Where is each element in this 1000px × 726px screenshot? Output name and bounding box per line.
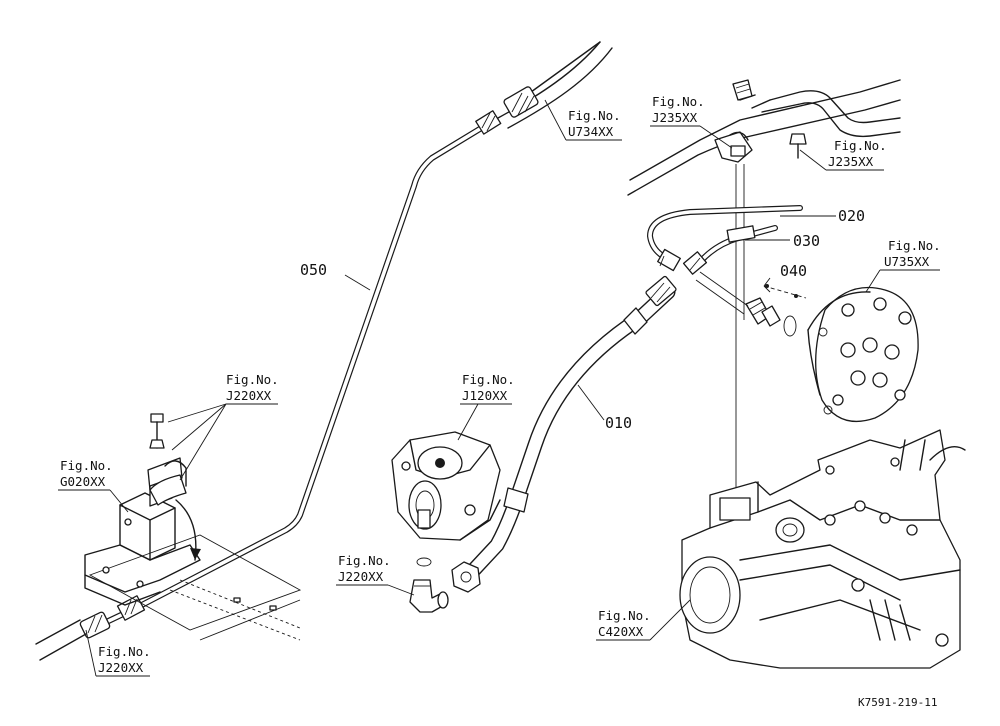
svg-text:Fig.No.: Fig.No. xyxy=(598,608,651,623)
svg-text:J220XX: J220XX xyxy=(98,660,144,675)
part-label-030: 030 xyxy=(793,232,820,250)
part-labels: 050 010 020 030 040 xyxy=(300,207,865,432)
fig-ref-c420xx: Fig.No. C420XX xyxy=(598,608,651,639)
svg-text:Fig.No.: Fig.No. xyxy=(834,138,887,153)
svg-text:U734XX: U734XX xyxy=(568,124,614,139)
hose-010-top-fitting xyxy=(645,275,677,307)
pipe-020-nut xyxy=(657,248,681,272)
fig-ref-g020xx: Fig.No. G020XX xyxy=(60,458,113,489)
fitting-040 xyxy=(695,271,807,337)
svg-text:Fig.No.: Fig.No. xyxy=(338,553,391,568)
elbow-fitting xyxy=(409,557,449,613)
pipes-020-030 xyxy=(647,205,803,275)
left-bracket-assembly xyxy=(84,413,302,641)
svg-text:Fig.No.: Fig.No. xyxy=(60,458,113,473)
svg-text:U735XX: U735XX xyxy=(884,254,930,269)
fig-ref-u734xx: Fig.No. U734XX xyxy=(568,108,621,139)
fig-ref-j220xx-bottom: Fig.No. J220XX xyxy=(98,644,151,675)
leader-lines xyxy=(58,99,940,677)
svg-text:J220XX: J220XX xyxy=(226,388,272,403)
hose-010 xyxy=(451,275,677,593)
part-label-050: 050 xyxy=(300,261,327,279)
svg-text:Fig.No.: Fig.No. xyxy=(462,372,515,387)
fig-ref-u735xx: Fig.No. U735XX xyxy=(884,238,941,269)
part-label-020: 020 xyxy=(838,207,865,225)
svg-text:C420XX: C420XX xyxy=(598,624,644,639)
pipe-050-top-nut xyxy=(475,86,539,135)
hose-010-bottom-nut xyxy=(451,561,481,593)
pipe-030-nut xyxy=(682,251,708,275)
transmission-case xyxy=(679,429,966,669)
fig-ref-j220xx-upper: Fig.No. J220XX xyxy=(226,372,279,403)
svg-text:J235XX: J235XX xyxy=(828,154,874,169)
svg-text:J220XX: J220XX xyxy=(338,569,384,584)
drawing-code: K7591-219-11 xyxy=(858,696,937,709)
part-label-010: 010 xyxy=(605,414,632,432)
fig-ref-j235xx-left: Fig.No. J235XX xyxy=(652,94,705,125)
svg-text:Fig.No.: Fig.No. xyxy=(568,108,621,123)
figure-refs: Fig.No. U734XX Fig.No. J235XX Fig.No. J2… xyxy=(60,94,941,675)
svg-text:Fig.No.: Fig.No. xyxy=(652,94,705,109)
hydraulic-pump xyxy=(391,431,501,541)
svg-text:G020XX: G020XX xyxy=(60,474,106,489)
control-valve xyxy=(807,286,919,422)
fig-ref-j120xx: Fig.No. J120XX xyxy=(462,372,515,403)
svg-text:J120XX: J120XX xyxy=(462,388,508,403)
fig-ref-j220xx-middle: Fig.No. J220XX xyxy=(338,553,391,584)
svg-text:Fig.No.: Fig.No. xyxy=(98,644,151,659)
part-label-040: 040 xyxy=(780,262,807,280)
fig-ref-j235xx-right: Fig.No. J235XX xyxy=(828,138,887,169)
pipe-050 xyxy=(35,86,539,661)
svg-text:J235XX: J235XX xyxy=(652,110,698,125)
svg-text:Fig.No.: Fig.No. xyxy=(888,238,941,253)
upper-right-pipes xyxy=(627,79,901,500)
pipe-050-bottom-nut xyxy=(79,595,146,639)
svg-text:Fig.No.: Fig.No. xyxy=(226,372,279,387)
